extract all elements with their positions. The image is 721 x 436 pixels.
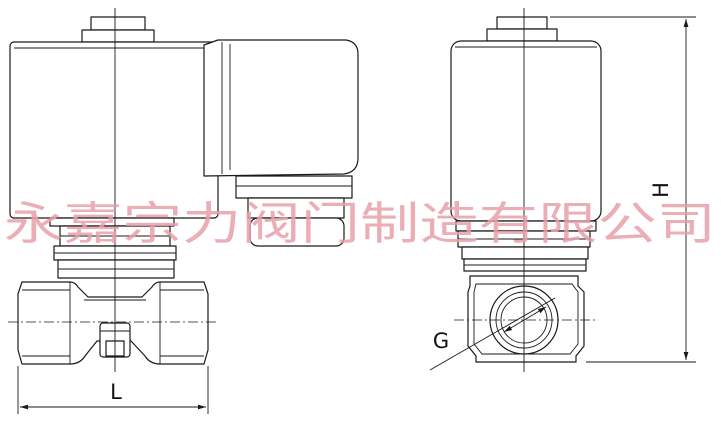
port-dimension: G bbox=[429, 297, 556, 371]
front-coil-housing bbox=[9, 41, 219, 219]
length-dimension: L bbox=[17, 366, 209, 414]
watermark-text: 永嘉宗力阀门制造有限公司 bbox=[4, 197, 716, 250]
height-dimension: H bbox=[550, 16, 696, 363]
front-view: L bbox=[8, 8, 359, 414]
side-view: G H bbox=[429, 8, 696, 372]
front-valve-body bbox=[17, 281, 209, 365]
side-coil-housing bbox=[450, 40, 602, 222]
port-label: G bbox=[433, 329, 449, 353]
side-top-nut bbox=[486, 16, 558, 42]
front-connector bbox=[203, 39, 359, 247]
height-label: H bbox=[649, 182, 673, 198]
front-top-nut bbox=[81, 16, 155, 43]
length-label: L bbox=[110, 380, 122, 404]
